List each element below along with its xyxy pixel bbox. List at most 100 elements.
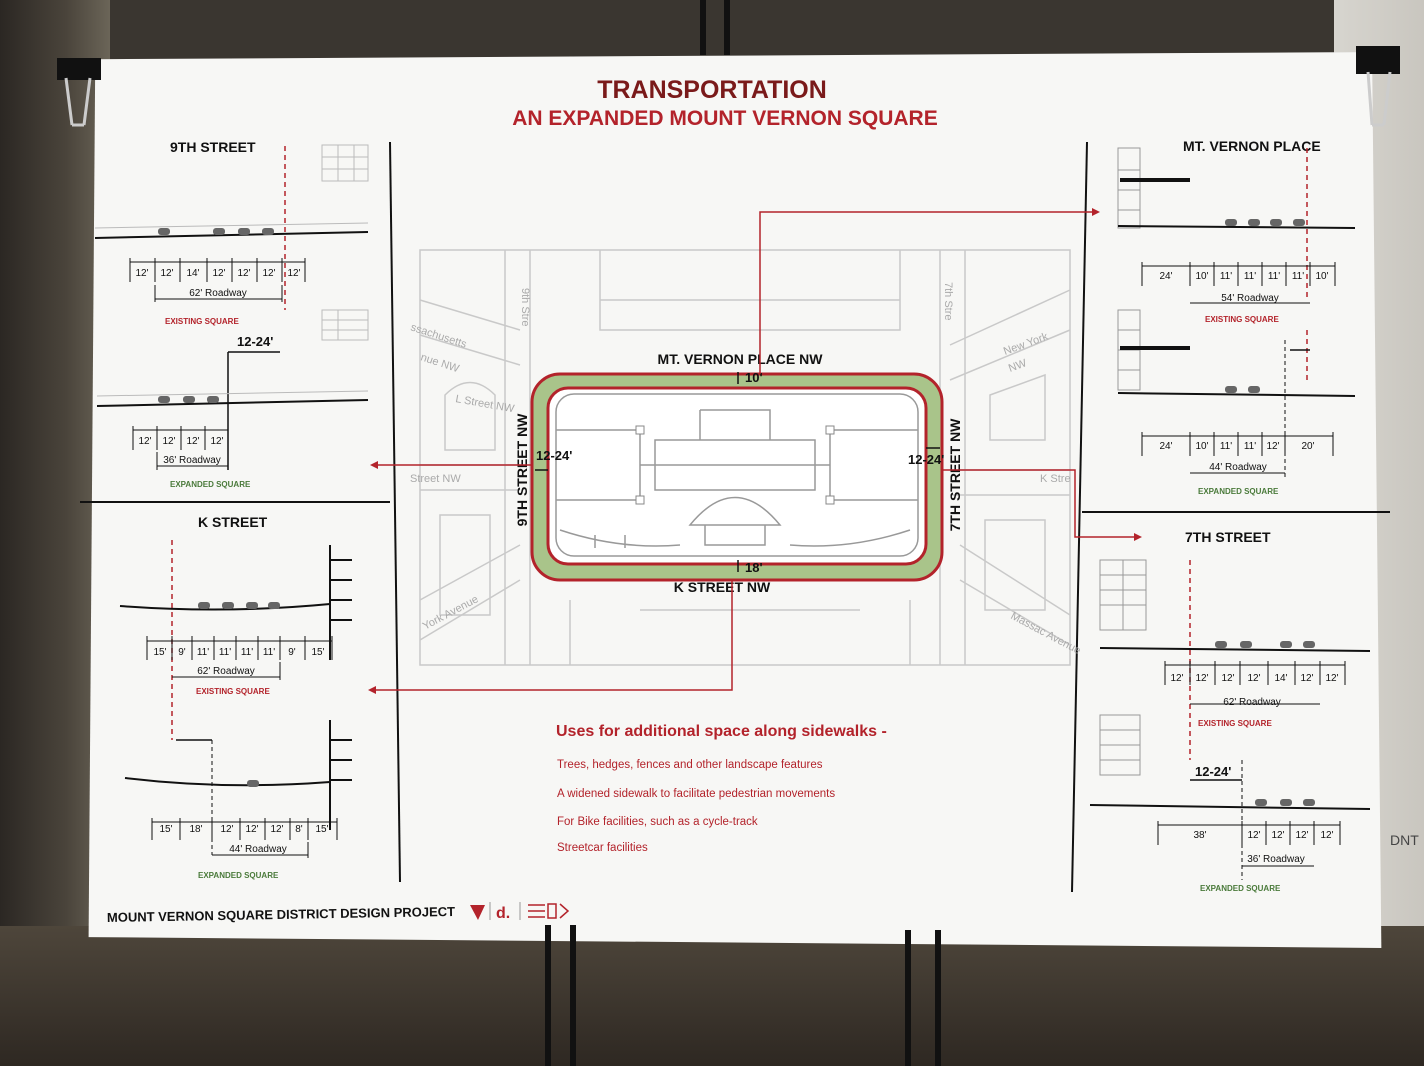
ground-line [1117,225,1356,229]
dim-label: 12' [287,268,300,279]
label-9th-street-nw: 9TH STREET NW [514,413,530,527]
dimension-ticks [1141,262,1336,304]
street-label-9th: 9th Stre [519,288,531,327]
roadway-label: 36' Roadway [1247,854,1305,865]
dimension-ticks [1157,821,1341,867]
dim-label: 9' [288,647,296,658]
dim-label: 15' [311,647,324,658]
car-icons [1255,799,1315,806]
dim-label: 24' [1159,441,1172,452]
dim-label: 10' [1315,271,1328,282]
notes-block: Uses for additional space along sidewalk… [556,723,887,854]
section-9th-street: 9TH STREET 12' 12' 14' 12' 12' 12' [94,139,369,489]
street-label-mass-ave: Massac Avenue [1009,610,1083,657]
expanded-square-label: EXPANDED SQUARE [1200,884,1281,893]
car-icons [1215,641,1315,648]
existing-square-label: EXISTING SQUARE [196,687,270,696]
dimension-ticks [1164,661,1346,705]
roadway-label: 44' Roadway [229,844,287,855]
street-label-mass-2: nue NW [419,351,461,375]
dim-label: 20' [1301,441,1314,452]
street-label-ny: New York [1002,330,1050,357]
car-icons [1225,386,1260,393]
dim-label: 12' [162,436,175,447]
ground-line [96,399,369,407]
dim-label: 12' [270,824,283,835]
roadway-label: 54' Roadway [1221,293,1279,304]
dim-label: 12' [1325,673,1338,684]
dim-label: 12' [237,268,250,279]
ground-line [124,777,331,787]
dim-label: 12' [1170,673,1183,684]
dim-label: 12' [1300,673,1313,684]
notes-item-1: Trees, hedges, fences and other landscap… [557,759,823,771]
dim-label: 11' [1244,441,1256,452]
dim-south: 18' [745,560,763,575]
map-base-streets [419,249,1071,666]
dim-label: 12' [1266,441,1279,452]
dim-label: 12' [1247,830,1260,841]
dim-label: 10' [1195,441,1208,452]
roadway-label: 62' Roadway [1223,697,1281,708]
street-label-7th: 7th Stre [942,282,954,321]
dimension-ticks [129,258,306,302]
expanded-square-label: EXPANDED SQUARE [198,871,279,880]
dimension-ticks [151,818,338,858]
street-label-k-east: K Stre [1040,473,1071,485]
dim-label: 15' [315,824,328,835]
leader-lines [370,211,1140,691]
label-k-street-nw: K STREET NW [674,579,771,595]
panel-dividers [80,141,1390,893]
dim-label: 14' [186,268,199,279]
dim-west: 12-24' [536,448,572,463]
car-icons [198,602,280,609]
building-elevation [329,545,352,830]
dim-label: 12' [1221,673,1234,684]
expanded-square-label: EXPANDED SQUARE [170,480,251,489]
ground-line [119,603,331,611]
dim-label: 12' [135,268,148,279]
roadway-label: 36' Roadway [163,455,221,466]
existing-square-label: EXISTING SQUARE [1205,315,1279,324]
next-poster-partial-text: DNT [1390,832,1419,848]
dim-label: 15' [153,647,166,658]
footer-project-name: MOUNT VERNON SQUARE DISTRICT DESIGN PROJ… [107,904,455,925]
dim-label: 9' [178,647,186,658]
section-title-7th: 7TH STREET [1185,529,1271,545]
section-title-9th: 9TH STREET [170,139,256,155]
easel [545,0,941,1066]
binder-clip-left [57,58,101,127]
center-map: 9th Stre 7th Stre ssachusetts nue NW L S… [368,208,1142,694]
dim-label: 12' [245,824,258,835]
dim-label: 12' [1247,673,1260,684]
sidewalk-line [96,390,369,397]
dc-flag-logo-icon [470,905,485,920]
dim-label: 12' [210,436,223,447]
dim-label: 12' [160,268,173,279]
car-icons [158,396,219,403]
existing-square-boundary [546,386,928,566]
label-mt-vernon-place-nw: MT. VERNON PLACE NW [658,351,824,367]
car-icons [247,780,259,787]
poster-title: TRANSPORTATION [597,76,827,104]
dim-label: 38' [1193,830,1206,841]
section-k-street: K STREET 15' 9' 11' 11' 11' 11' 9' 15' [119,514,352,880]
street-label-ny-2: NW [1007,357,1029,375]
offset-arrow [227,351,280,470]
dim-label: 11' [1220,271,1232,282]
dim-label: 11' [197,647,209,658]
building-elevation [1099,559,1147,776]
ground-line [1117,392,1356,397]
notes-item-3: For Bike facilities, such as a cycle-tra… [557,816,758,828]
dim-label: 11' [219,647,231,658]
notes-item-4: Streetcar facilities [557,842,648,854]
roadway-label: 62' Roadway [197,666,255,677]
label-7th-street-nw: 7TH STREET NW [947,418,963,532]
street-label-k-west: Street NW [410,473,461,485]
square-nodes [635,425,835,505]
dim-label: 11' [1292,271,1304,282]
dimension-ticks [146,636,333,680]
ground-line [1089,804,1371,810]
dim-label: 10' [1195,271,1208,282]
